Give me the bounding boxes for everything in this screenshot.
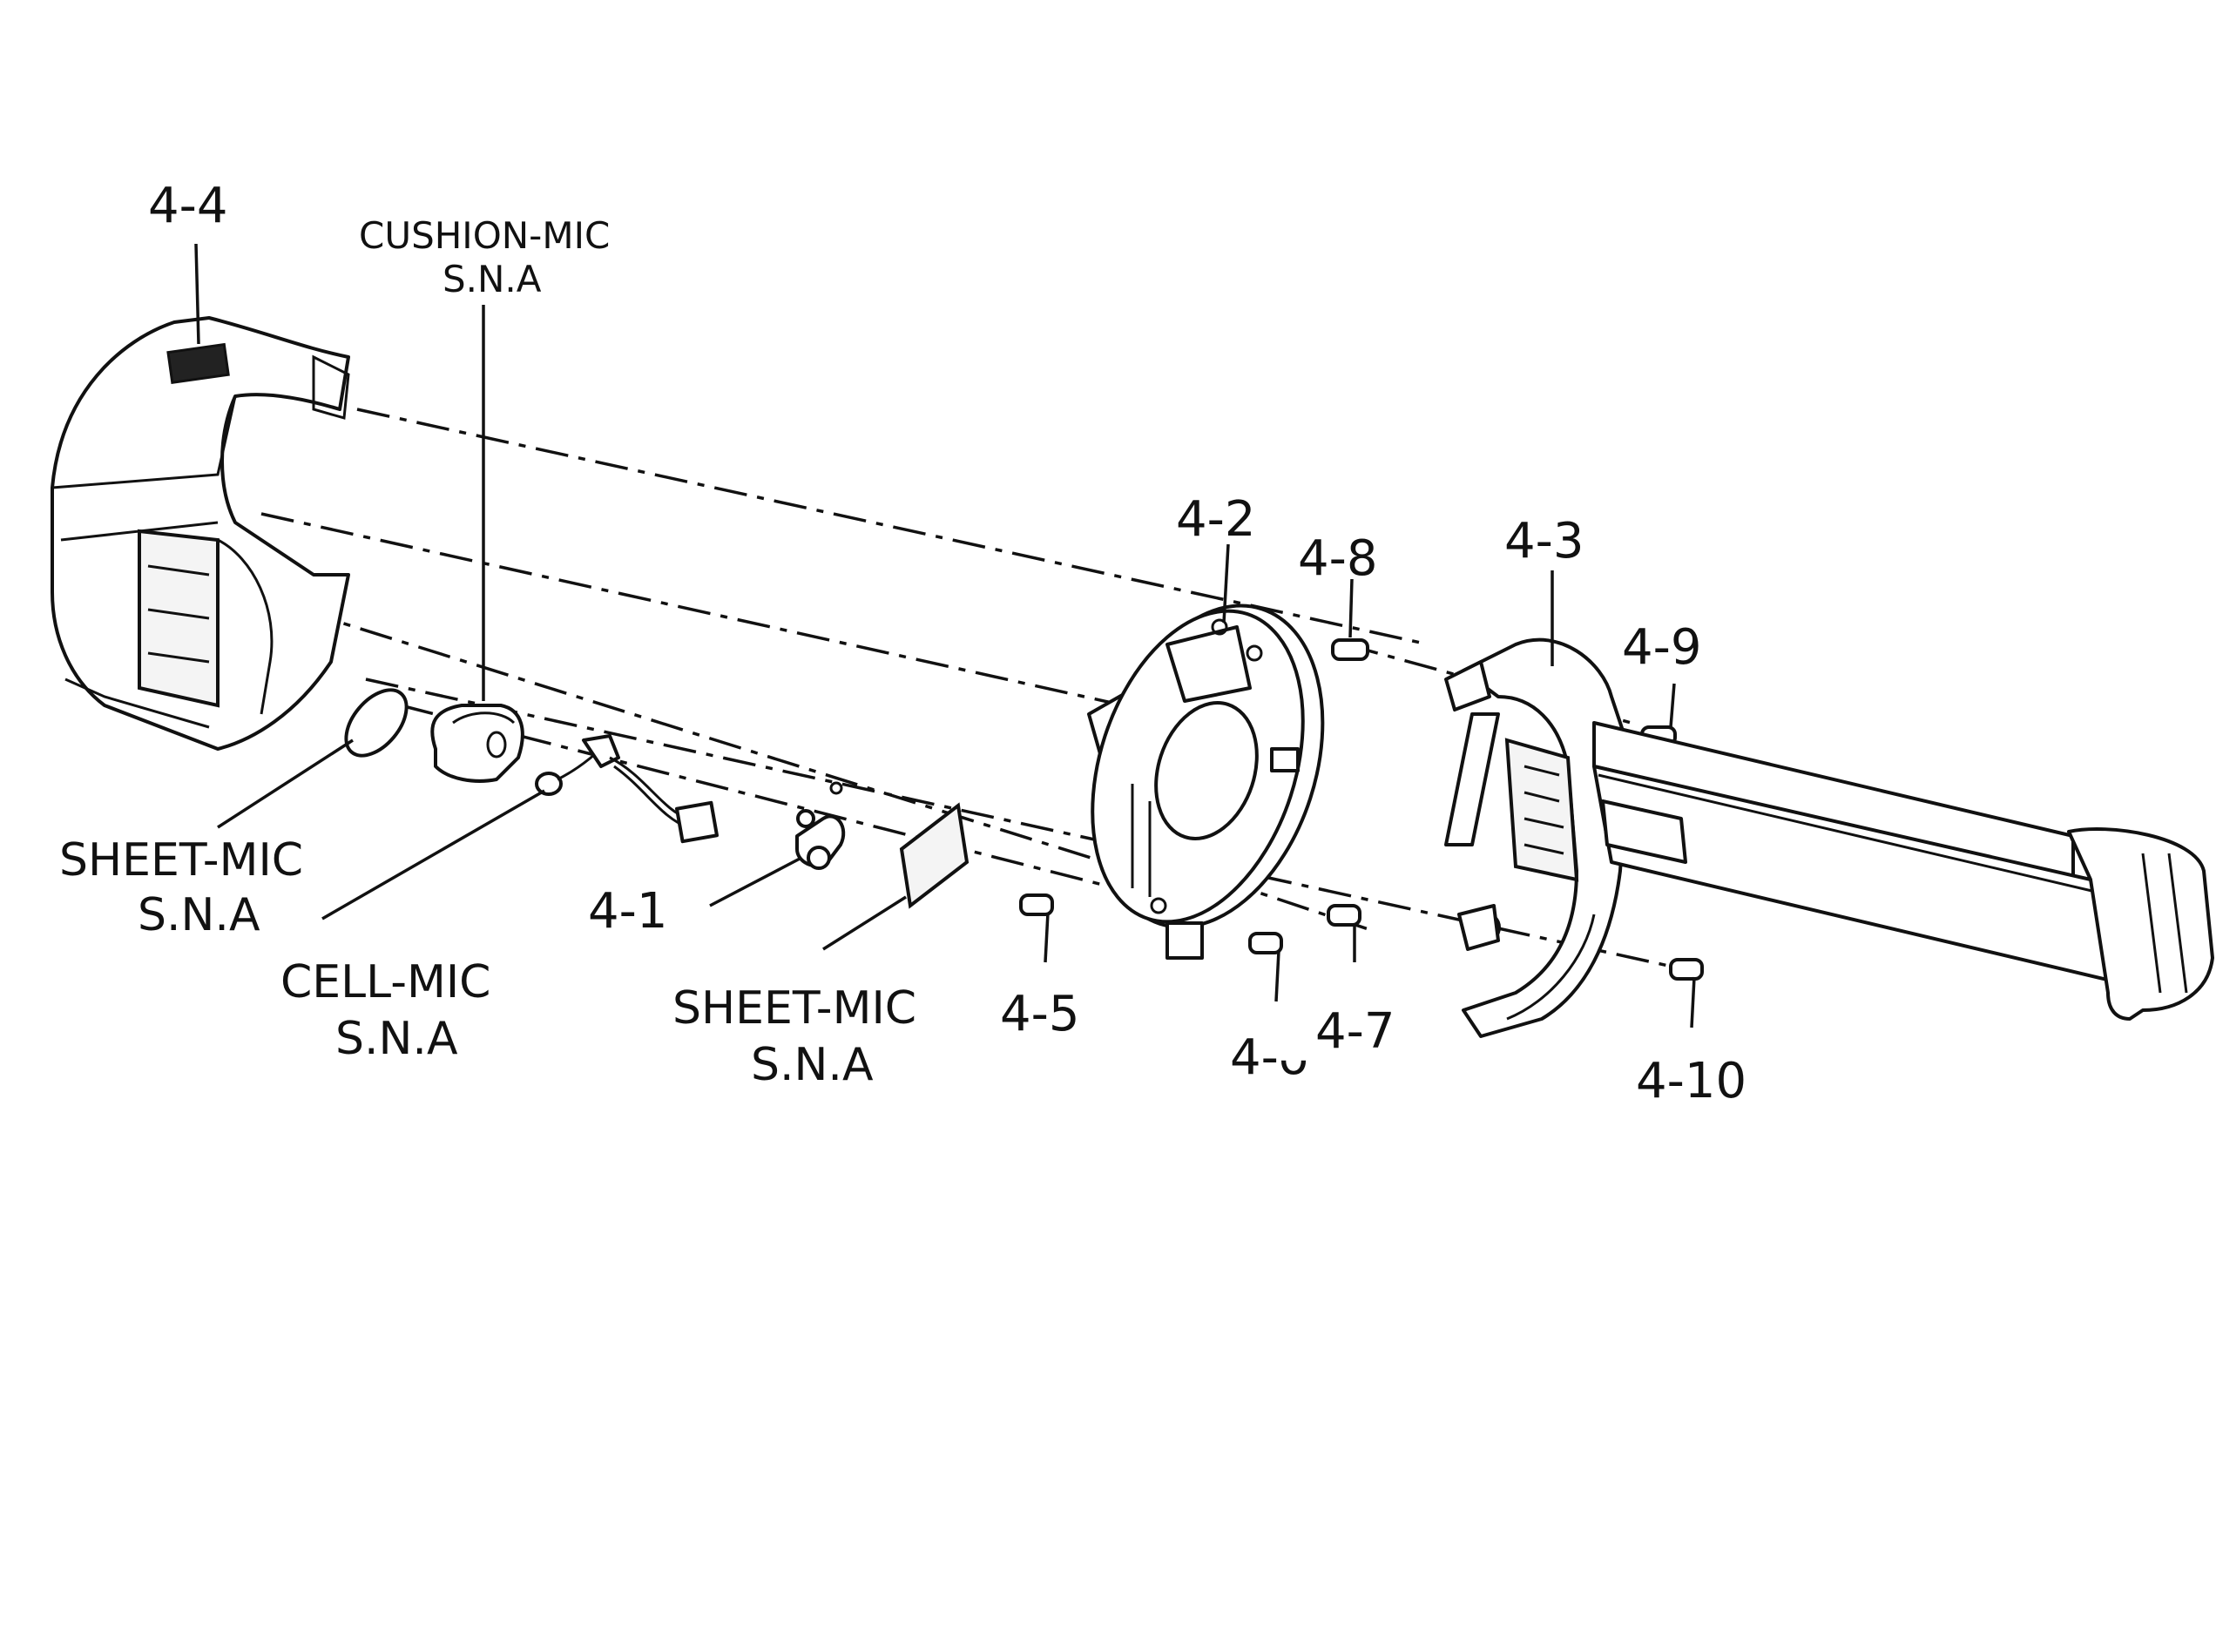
label-4-5: 4-5 bbox=[1000, 986, 1079, 1042]
cell-mic-part bbox=[535, 734, 719, 844]
board-4-2 bbox=[1087, 603, 1325, 960]
label-sheet-mic-center-sna: S.N.A bbox=[751, 1039, 874, 1091]
screws bbox=[1019, 638, 1704, 981]
label-4-10: 4-10 bbox=[1636, 1053, 1746, 1109]
housing-4-4 bbox=[51, 316, 350, 751]
label-4-1: 4-1 bbox=[588, 883, 667, 940]
label-sheet-mic-left-sna: S.N.A bbox=[138, 889, 260, 941]
leader-lines bbox=[194, 243, 1696, 1028]
label-4-4: 4-4 bbox=[148, 178, 227, 234]
screw-4-7 bbox=[1327, 904, 1361, 927]
label-sheet-mic-left: SHEET-MIC bbox=[59, 834, 303, 887]
label-4-9: 4-9 bbox=[1622, 619, 1701, 676]
label-sheet-mic-center: SHEET-MIC bbox=[672, 982, 916, 1035]
screw-4-6 bbox=[1248, 932, 1283, 954]
sheet-mic-left-part bbox=[344, 688, 409, 758]
labels: 4-4 CUSHION-MIC S.N.A 4-2 4-8 4-3 4-9 SH… bbox=[59, 178, 1746, 1109]
bracket-4-3 bbox=[1444, 637, 2214, 1038]
label-4-6: 4-ᴗ bbox=[1230, 1029, 1308, 1086]
label-cell-mic-sna: S.N.A bbox=[335, 1013, 458, 1065]
sheet-mic-center-part bbox=[899, 802, 970, 909]
cushion-mic-part bbox=[430, 704, 524, 783]
screw-4-8 bbox=[1331, 638, 1369, 661]
label-4-2: 4-2 bbox=[1176, 491, 1255, 548]
label-cushion-mic: CUSHION-MIC bbox=[359, 214, 610, 257]
label-cell-mic: CELL-MIC bbox=[280, 956, 490, 1008]
part-4-1 bbox=[795, 781, 846, 870]
label-4-8: 4-8 bbox=[1298, 530, 1377, 587]
screw-4-5 bbox=[1019, 893, 1054, 916]
label-cushion-mic-sna: S.N.A bbox=[443, 258, 542, 300]
screw-4-10 bbox=[1669, 958, 1704, 981]
label-4-7: 4-7 bbox=[1315, 1003, 1395, 1060]
label-4-3: 4-3 bbox=[1504, 513, 1584, 570]
